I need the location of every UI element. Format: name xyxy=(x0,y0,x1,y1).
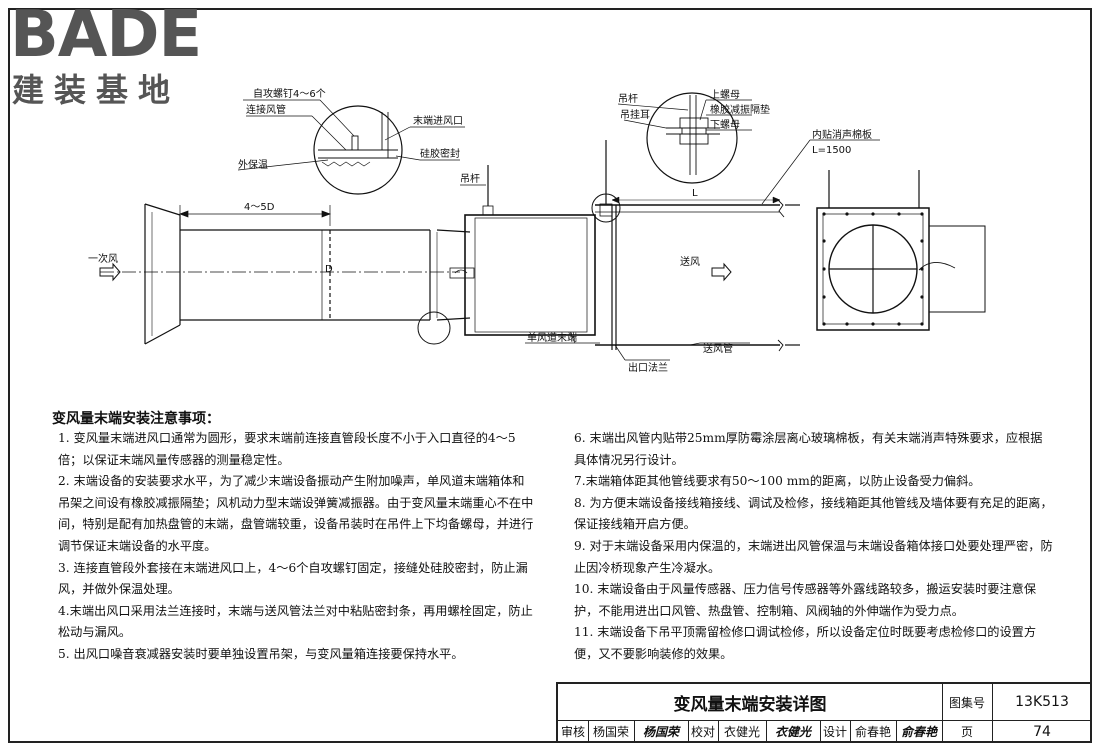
detail-circle-inlet xyxy=(313,105,403,195)
hanger-detail xyxy=(666,95,720,175)
label-hanger-ear: 吊挂耳 xyxy=(620,108,650,121)
note-item: 7.末端箱体距其他管线要求有50～100 mm的距离，以防止设备受力偏斜。 xyxy=(574,474,981,489)
label-supply-duct: 送风管 xyxy=(703,342,733,355)
note-item: 10. 末端设备由于风量传感器、压力信号传感器等外露线路较多，搬运安装时要注意保… xyxy=(574,582,1037,618)
note-item: 11. 末端设备下吊平顶需留检修口调试检修，所以设备定位时既要考虑检修口的设置方… xyxy=(574,625,1037,661)
label-terminal-inlet: 末端进风口 xyxy=(413,114,463,127)
label-supply-air: 送风 xyxy=(680,255,700,268)
label-upper-nut: 上螺母 xyxy=(710,89,740,101)
marker-circle-inlet xyxy=(417,311,451,345)
page-number: 74 xyxy=(1033,723,1051,740)
checker-signature: 衣健光 xyxy=(774,725,811,739)
label-inner-liner: 内贴消声棉板 xyxy=(812,128,872,141)
atlas-no: 13K513 xyxy=(1015,694,1069,710)
inlet-flare xyxy=(144,203,181,345)
label-diameter-d: D xyxy=(325,264,333,275)
label-liner-length: L=1500 xyxy=(812,145,851,156)
supply-duct xyxy=(595,196,800,352)
drawing-title: 变风量末端安装详图 xyxy=(673,694,827,715)
label-rubber-pad: 橡胶减振隔垫 xyxy=(710,103,770,116)
checker-name: 衣健光 xyxy=(723,725,760,739)
label-lower-nut: 下螺母 xyxy=(710,119,740,131)
label-connecting-duct: 连接风管 xyxy=(246,103,286,116)
label-hanger-rod: 吊杆 xyxy=(460,173,480,185)
label-hanger-rod-top: 吊杆 xyxy=(618,93,638,105)
atlas-no-label: 图集号 xyxy=(948,695,985,710)
note-item: 9. 对于末端设备采用内保温的，末端进出风管保温与末端设备箱体接口处要处理严密，… xyxy=(574,538,1053,575)
label-self-tapping-screw: 自攻螺钉4～6个 xyxy=(253,87,326,100)
note-item: 5. 出风口噪音衰减器安装时要单独设置吊架，与变风量箱连接要保持水平。 xyxy=(58,646,464,661)
check-label: 校对 xyxy=(690,725,715,739)
vav-terminal-box xyxy=(449,140,613,336)
terminal-side-view xyxy=(816,170,986,331)
label-silicone-seal: 硅胶密封 xyxy=(420,147,460,160)
page-label: 页 xyxy=(960,725,973,739)
label-primary-air: 一次风 xyxy=(88,252,118,265)
logo-brand: BADE xyxy=(10,0,202,72)
designer-signature: 俞春艳 xyxy=(900,725,937,739)
label-length-l: L xyxy=(692,188,698,199)
note-item: 4.末端出风口采用法兰连接时，末端与送风管法兰对中粘贴密封条，再用螺栓固定，防止… xyxy=(58,603,533,640)
notes-right-column: 6. 末端出风管内贴带25mm厚防霉涂层离心玻璃棉板，有关末端消声特殊要求，应根… xyxy=(574,428,1054,666)
reviewer-name: 杨国荣 xyxy=(592,725,629,739)
reviewer-signature: 杨国荣 xyxy=(642,725,679,739)
note-item: 8. 为方便末端设备接线箱接线、调试及检修，接线箱距其他管线及墙体要有充足的距离… xyxy=(574,495,1053,532)
designer-name: 俞春艳 xyxy=(854,725,891,739)
straight-duct xyxy=(180,229,471,321)
notes-left-column: 1. 变风量末端进风口通常为圆形，要求末端前连接直管段长度不小于入口直径的4～5… xyxy=(58,428,536,666)
review-label: 审核 xyxy=(560,725,585,739)
sheet-border xyxy=(8,8,1092,743)
leader-lines xyxy=(237,99,880,361)
marker-circle-hanger xyxy=(591,193,621,223)
primary-air-arrow xyxy=(99,262,121,282)
inlet-detail xyxy=(318,112,398,167)
note-item: 1. 变风量末端进风口通常为圆形，要求末端前连接直管段长度不小于入口直径的4～5… xyxy=(58,431,516,467)
note-item: 3. 连接直管段外套接在末端进风口上，4～6个自攻螺钉固定，接缝处硅胶密封，防止… xyxy=(58,560,528,597)
title-block: 变风量末端安装详图 图集号 13K513 页 74 审核 杨国荣 杨国荣 校对 … xyxy=(556,682,1092,743)
note-item: 6. 末端出风管内贴带25mm厚防霉涂层离心玻璃棉板，有关末端消声特殊要求，应根… xyxy=(574,431,1043,467)
brand-logo: BADE 建装基地 xyxy=(8,2,218,109)
label-outlet-flange: 出口法兰 xyxy=(628,361,668,374)
design-label: 设计 xyxy=(822,725,847,739)
detail-circle-hanger xyxy=(646,92,738,184)
label-outer-insulation: 外保温 xyxy=(238,158,268,171)
label-length-4-5d: 4～5D xyxy=(244,202,275,213)
notes-title: 变风量末端安装注意事项： xyxy=(52,411,220,427)
label-single-duct-terminal: 单风道末端 xyxy=(527,331,577,344)
supply-air-arrow xyxy=(711,262,732,282)
note-item: 2. 末端设备的安装要求水平，为了减少末端设备振动产生附加噪声，单风道末端箱体和… xyxy=(58,474,534,553)
logo-tagline: 建装基地 xyxy=(12,71,181,109)
dimension-4-5d xyxy=(179,205,331,226)
